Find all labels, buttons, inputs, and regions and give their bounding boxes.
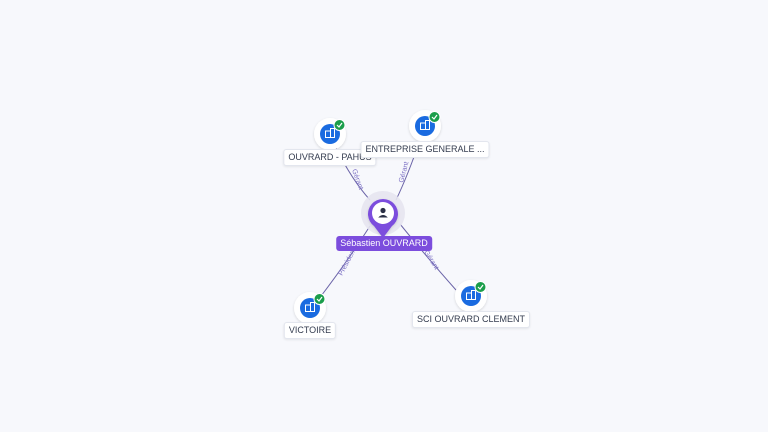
company-node-victoire[interactable] (294, 292, 326, 324)
edge-label-sci-ouvrard: Gérant (422, 249, 439, 271)
company-building-icon (305, 302, 315, 312)
company-node-entreprise-generale[interactable] (409, 110, 441, 142)
company-node-ouvrard-pahus[interactable] (314, 118, 346, 150)
edge-label-ouvrard-pahus: Gérant (350, 168, 364, 191)
company-building-icon (325, 128, 335, 138)
company-label-sci-ouvrard-clement[interactable]: SCI OUVRARD CLEMENT (411, 311, 531, 328)
person-icon (378, 207, 388, 218)
verified-badge-icon (428, 111, 441, 123)
company-label-victoire[interactable]: VICTOIRE (283, 322, 337, 339)
person-name-label[interactable]: Sébastien OUVRARD (336, 236, 432, 251)
company-node-sci-ouvrard-clement[interactable] (455, 280, 487, 312)
company-building-icon (420, 120, 430, 130)
company-label-entreprise-generale[interactable]: ENTREPRISE GENERALE ... (360, 141, 490, 158)
person-node[interactable] (361, 191, 405, 238)
company-building-icon (466, 290, 476, 300)
verified-badge-icon (333, 119, 346, 131)
edge-person-sci-ouvrard (399, 223, 457, 291)
verified-badge-icon (313, 293, 326, 305)
edge-person-victoire (317, 225, 371, 301)
verified-badge-icon (474, 281, 487, 293)
edge-label-victoire: Président (338, 247, 358, 276)
